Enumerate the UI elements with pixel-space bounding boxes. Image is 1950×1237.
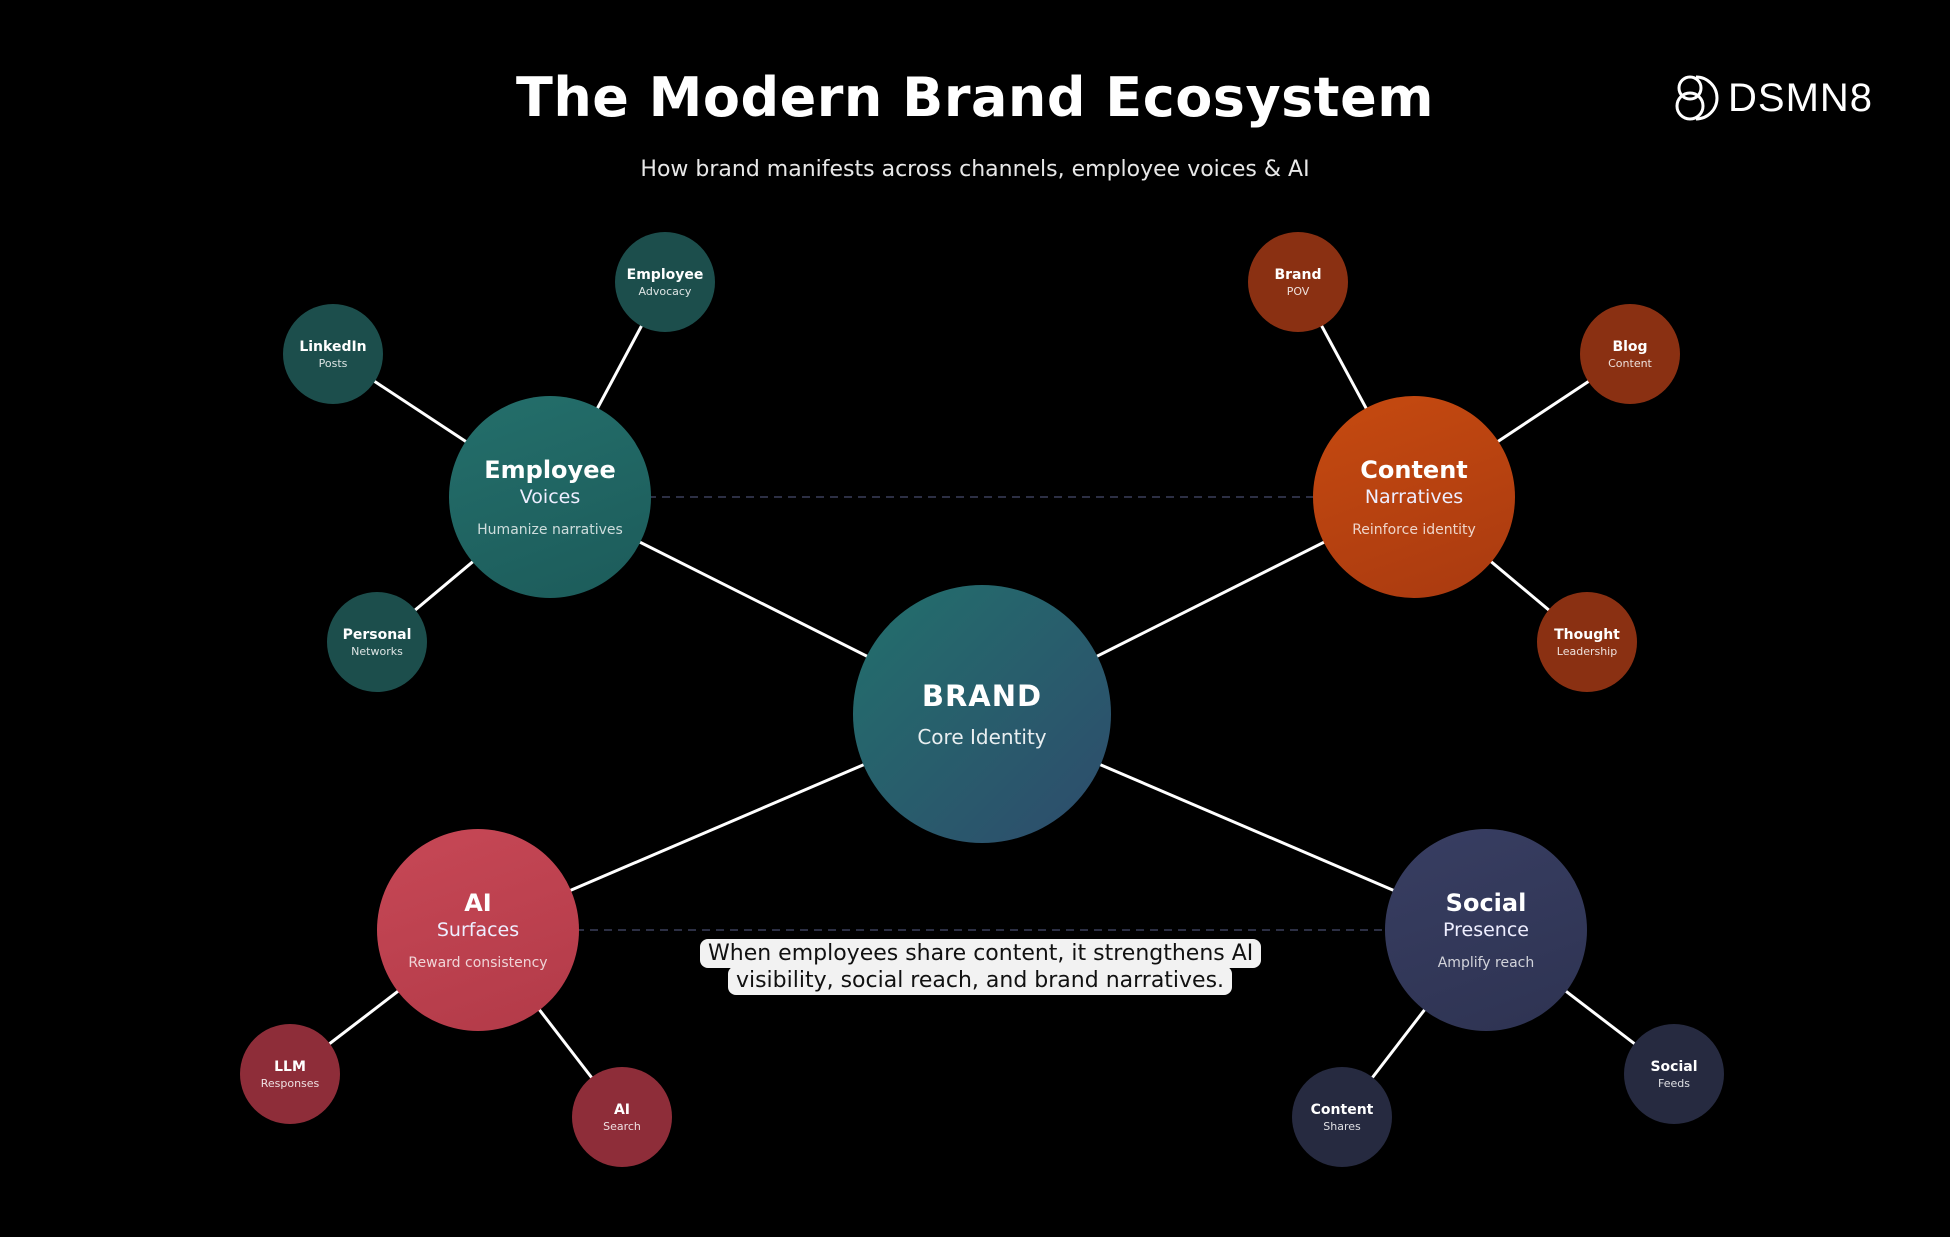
node-title: Content: [1310, 1101, 1374, 1118]
node-linkedin-posts: LinkedIn Posts: [283, 304, 383, 404]
node-title: Social: [1445, 889, 1527, 917]
hub-social-presence: Social Presence Amplify reach: [1385, 829, 1587, 1031]
node-tagline: Humanize narratives: [477, 522, 623, 538]
node-title: Content: [1360, 456, 1468, 484]
node-subtitle: POV: [1286, 284, 1310, 298]
node-title: Employee: [626, 266, 704, 283]
node-employee-advocacy: Employee Advocacy: [615, 232, 715, 332]
node-title: Personal: [342, 626, 412, 643]
node-subtitle: Presence: [1443, 919, 1529, 941]
node-title: LLM: [274, 1058, 306, 1075]
node-subtitle: Voices: [519, 486, 581, 508]
node-title: LinkedIn: [299, 338, 367, 355]
node-tagline: Amplify reach: [1437, 955, 1535, 971]
node-title: Thought: [1554, 626, 1620, 643]
node-subtitle: Responses: [260, 1076, 320, 1090]
node-brand-pov: Brand POV: [1248, 232, 1348, 332]
node-ai-search: AI Search: [572, 1067, 672, 1167]
logo: DSMN8: [1672, 74, 1873, 122]
node-title: AI: [613, 1101, 631, 1118]
node-llm-responses: LLM Responses: [240, 1024, 340, 1124]
node-subtitle: Narratives: [1364, 486, 1464, 508]
node-subtitle: Core Identity: [917, 725, 1047, 749]
node-title: AI: [464, 889, 492, 917]
brand-core-node: BRAND Core Identity: [853, 585, 1111, 843]
node-personal-networks: Personal Networks: [327, 592, 427, 692]
node-title: Social: [1650, 1058, 1698, 1075]
node-subtitle: Search: [603, 1119, 641, 1133]
node-tagline: Reward consistency: [408, 955, 548, 971]
node-title: BRAND: [921, 679, 1043, 713]
node-subtitle: Leadership: [1556, 644, 1618, 658]
node-subtitle: Feeds: [1658, 1076, 1690, 1090]
callout-note: When employees share content, it strengt…: [700, 939, 1262, 995]
hub-ai-surfaces: AI Surfaces Reward consistency: [377, 829, 579, 1031]
node-subtitle: Posts: [318, 356, 348, 370]
page-title: The Modern Brand Ecosystem: [515, 66, 1434, 129]
callout-text: When employees share content, it strengt…: [700, 939, 1262, 995]
dsmn8-logo-icon: [1675, 75, 1719, 121]
node-thought-leadership: Thought Leadership: [1537, 592, 1637, 692]
node-content-shares: Content Shares: [1292, 1067, 1392, 1167]
node-subtitle: Content: [1608, 356, 1652, 370]
page-subtitle: How brand manifests across channels, emp…: [640, 157, 1310, 182]
hub-content-narratives: Content Narratives Reinforce identity: [1313, 396, 1515, 598]
node-blog-content: Blog Content: [1580, 304, 1680, 404]
node-title: Blog: [1612, 338, 1648, 355]
node-subtitle: Shares: [1323, 1119, 1361, 1133]
node-tagline: Reinforce identity: [1352, 522, 1476, 538]
node-subtitle: Surfaces: [436, 919, 520, 941]
logo-text: DSMN8: [1728, 75, 1874, 120]
hub-employee-voices: Employee Voices Humanize narratives: [449, 396, 651, 598]
node-subtitle: Advocacy: [638, 284, 692, 298]
node-title: Employee: [484, 456, 616, 484]
node-title: Brand: [1274, 266, 1322, 283]
node-subtitle: Networks: [351, 644, 403, 658]
node-social-feeds: Social Feeds: [1624, 1024, 1724, 1124]
